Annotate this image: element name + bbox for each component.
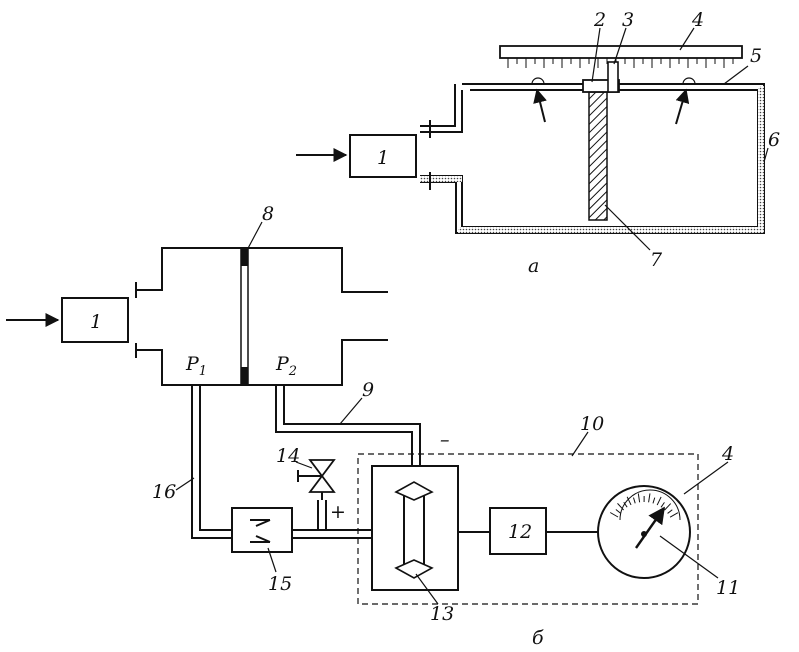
valve-14 [297,459,336,500]
switch-15 [231,507,293,553]
label-14: 14 [276,445,300,467]
scale-top [499,45,743,68]
gauge-tick [609,512,619,518]
labels: 1 1 2 3 4 5 6 7 8 9 10 4 11 12 13 14 15 … [90,9,780,649]
gauge-tick [664,503,672,511]
sensor-1-top [296,134,417,178]
label-3: 3 [622,9,634,31]
gauge-tick [615,509,621,514]
gauge-tick [660,502,665,508]
gauge-dial [597,485,691,579]
sensor-1-bottom [6,297,129,343]
label-16: 16 [152,481,176,503]
leaders-a [591,27,769,251]
label-6: 6 [768,129,780,151]
indicator-arrows [531,77,696,125]
caption-a: а [528,255,539,277]
label-10: 10 [580,413,604,435]
scheme-a [296,27,769,251]
gauge-tick [626,496,632,506]
gauge-tick [667,509,673,514]
gauge-tick [648,493,651,503]
leaders-b [175,221,729,605]
caption-b: б [532,627,544,649]
label-4-bottom: 4 [721,443,734,465]
float-rod [582,61,620,221]
impulse-tubes [191,385,421,539]
pipe-body [135,247,388,386]
label-15: 15 [268,573,292,595]
block-12 [489,507,598,555]
label-8: 8 [262,203,274,225]
tank-housing [420,83,765,234]
gauge-tick [652,497,656,504]
label-4-top: 4 [691,9,704,31]
label-9: 9 [362,379,374,401]
transmitter-enclosure [357,453,699,605]
gauge-tick [623,501,628,508]
sign-minus: – [440,429,450,451]
label-2: 2 [593,9,606,31]
label-p2: P2 [275,353,297,379]
gauge-tick [669,512,679,518]
label-p1: P1 [185,353,207,379]
gauge-tick [632,497,636,504]
label-5: 5 [750,45,762,67]
label-13: 13 [430,603,454,625]
label-12: 12 [508,521,532,543]
gauge-tick [656,496,662,506]
label-7: 7 [650,249,663,271]
label-1-top: 1 [377,147,389,169]
label-1-bottom: 1 [90,311,102,333]
gauge-tick [617,503,624,511]
label-11: 11 [716,577,740,599]
transducer-13 [371,465,490,591]
gauge-tick [637,493,641,503]
scheme-b [6,221,729,605]
sign-plus: + [330,501,346,523]
